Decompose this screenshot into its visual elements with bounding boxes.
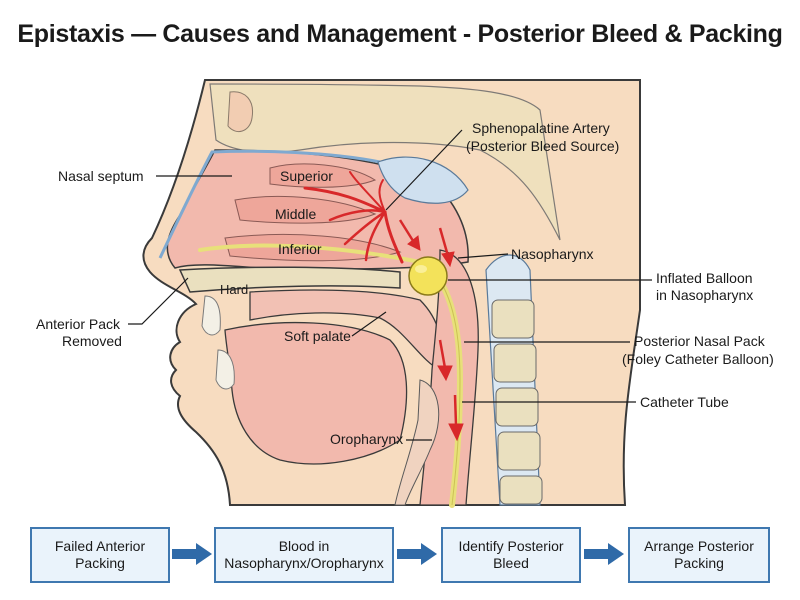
label-superior-turbinate: Superior <box>280 168 333 184</box>
blood-flow-arrows <box>398 219 464 442</box>
flow-step-identify-posterior-bleed: Identify Posterior Bleed <box>441 527 581 583</box>
epiglottis <box>394 379 440 506</box>
label-nasopharynx: Nasopharynx <box>511 246 594 262</box>
inflated-balloon-icon <box>408 256 448 296</box>
label-middle-turbinate: Middle <box>275 206 316 222</box>
label-inferior-turbinate: Inferior <box>278 241 322 257</box>
skull-bone <box>209 83 561 241</box>
label-balloon-line2: in Nasopharynx <box>656 287 753 303</box>
tongue <box>224 321 408 465</box>
page-title: Epistaxis — Causes and Management - Post… <box>17 20 783 48</box>
flow-step-arrange-posterior-packing: Arrange Posterior Packing <box>628 527 770 583</box>
pharynx <box>419 249 479 506</box>
label-oropharynx: Oropharynx <box>330 431 403 447</box>
flow-step-failed-anterior-packing: Failed Anterior Packing <box>30 527 170 583</box>
label-hard-palate: Hard <box>220 282 248 297</box>
label-posterior-pack-line2: (Foley Catheter Balloon) <box>622 351 774 367</box>
flow-step-blood-in-nasopharynx: Blood in Nasopharynx/Oropharynx <box>214 527 394 583</box>
sphenoid-sinus <box>377 156 469 204</box>
frontal-sinus <box>227 91 254 133</box>
label-soft-palate: Soft palate <box>284 328 351 344</box>
cervical-spine <box>485 254 543 506</box>
catheter-nasal-segment <box>198 243 422 264</box>
label-catheter-tube: Catheter Tube <box>640 394 729 410</box>
hard-palate <box>178 266 401 293</box>
label-posterior-pack-line1: Posterior Nasal Pack <box>634 333 766 349</box>
lower-teeth <box>215 349 235 390</box>
label-balloon-line1: Inflated Balloon <box>656 270 753 286</box>
label-sphenopalatine-line1: Sphenopalatine Artery <box>472 120 610 136</box>
nasal-septum-outline <box>158 149 381 259</box>
sagittal-head-diagram: Nasal septum Superior Middle Inferior Ha… <box>36 79 774 508</box>
label-sphenopalatine-line2: (Posterior Bleed Source) <box>466 138 619 154</box>
upper-teeth <box>201 295 221 336</box>
sphenopalatine-artery-icon <box>303 171 404 264</box>
label-anterior-pack-line2: Removed <box>62 333 122 349</box>
label-nasal-septum: Nasal septum <box>58 168 144 184</box>
superior-turbinate <box>269 163 377 188</box>
label-anterior-pack-line1: Anterior Pack <box>36 316 121 332</box>
